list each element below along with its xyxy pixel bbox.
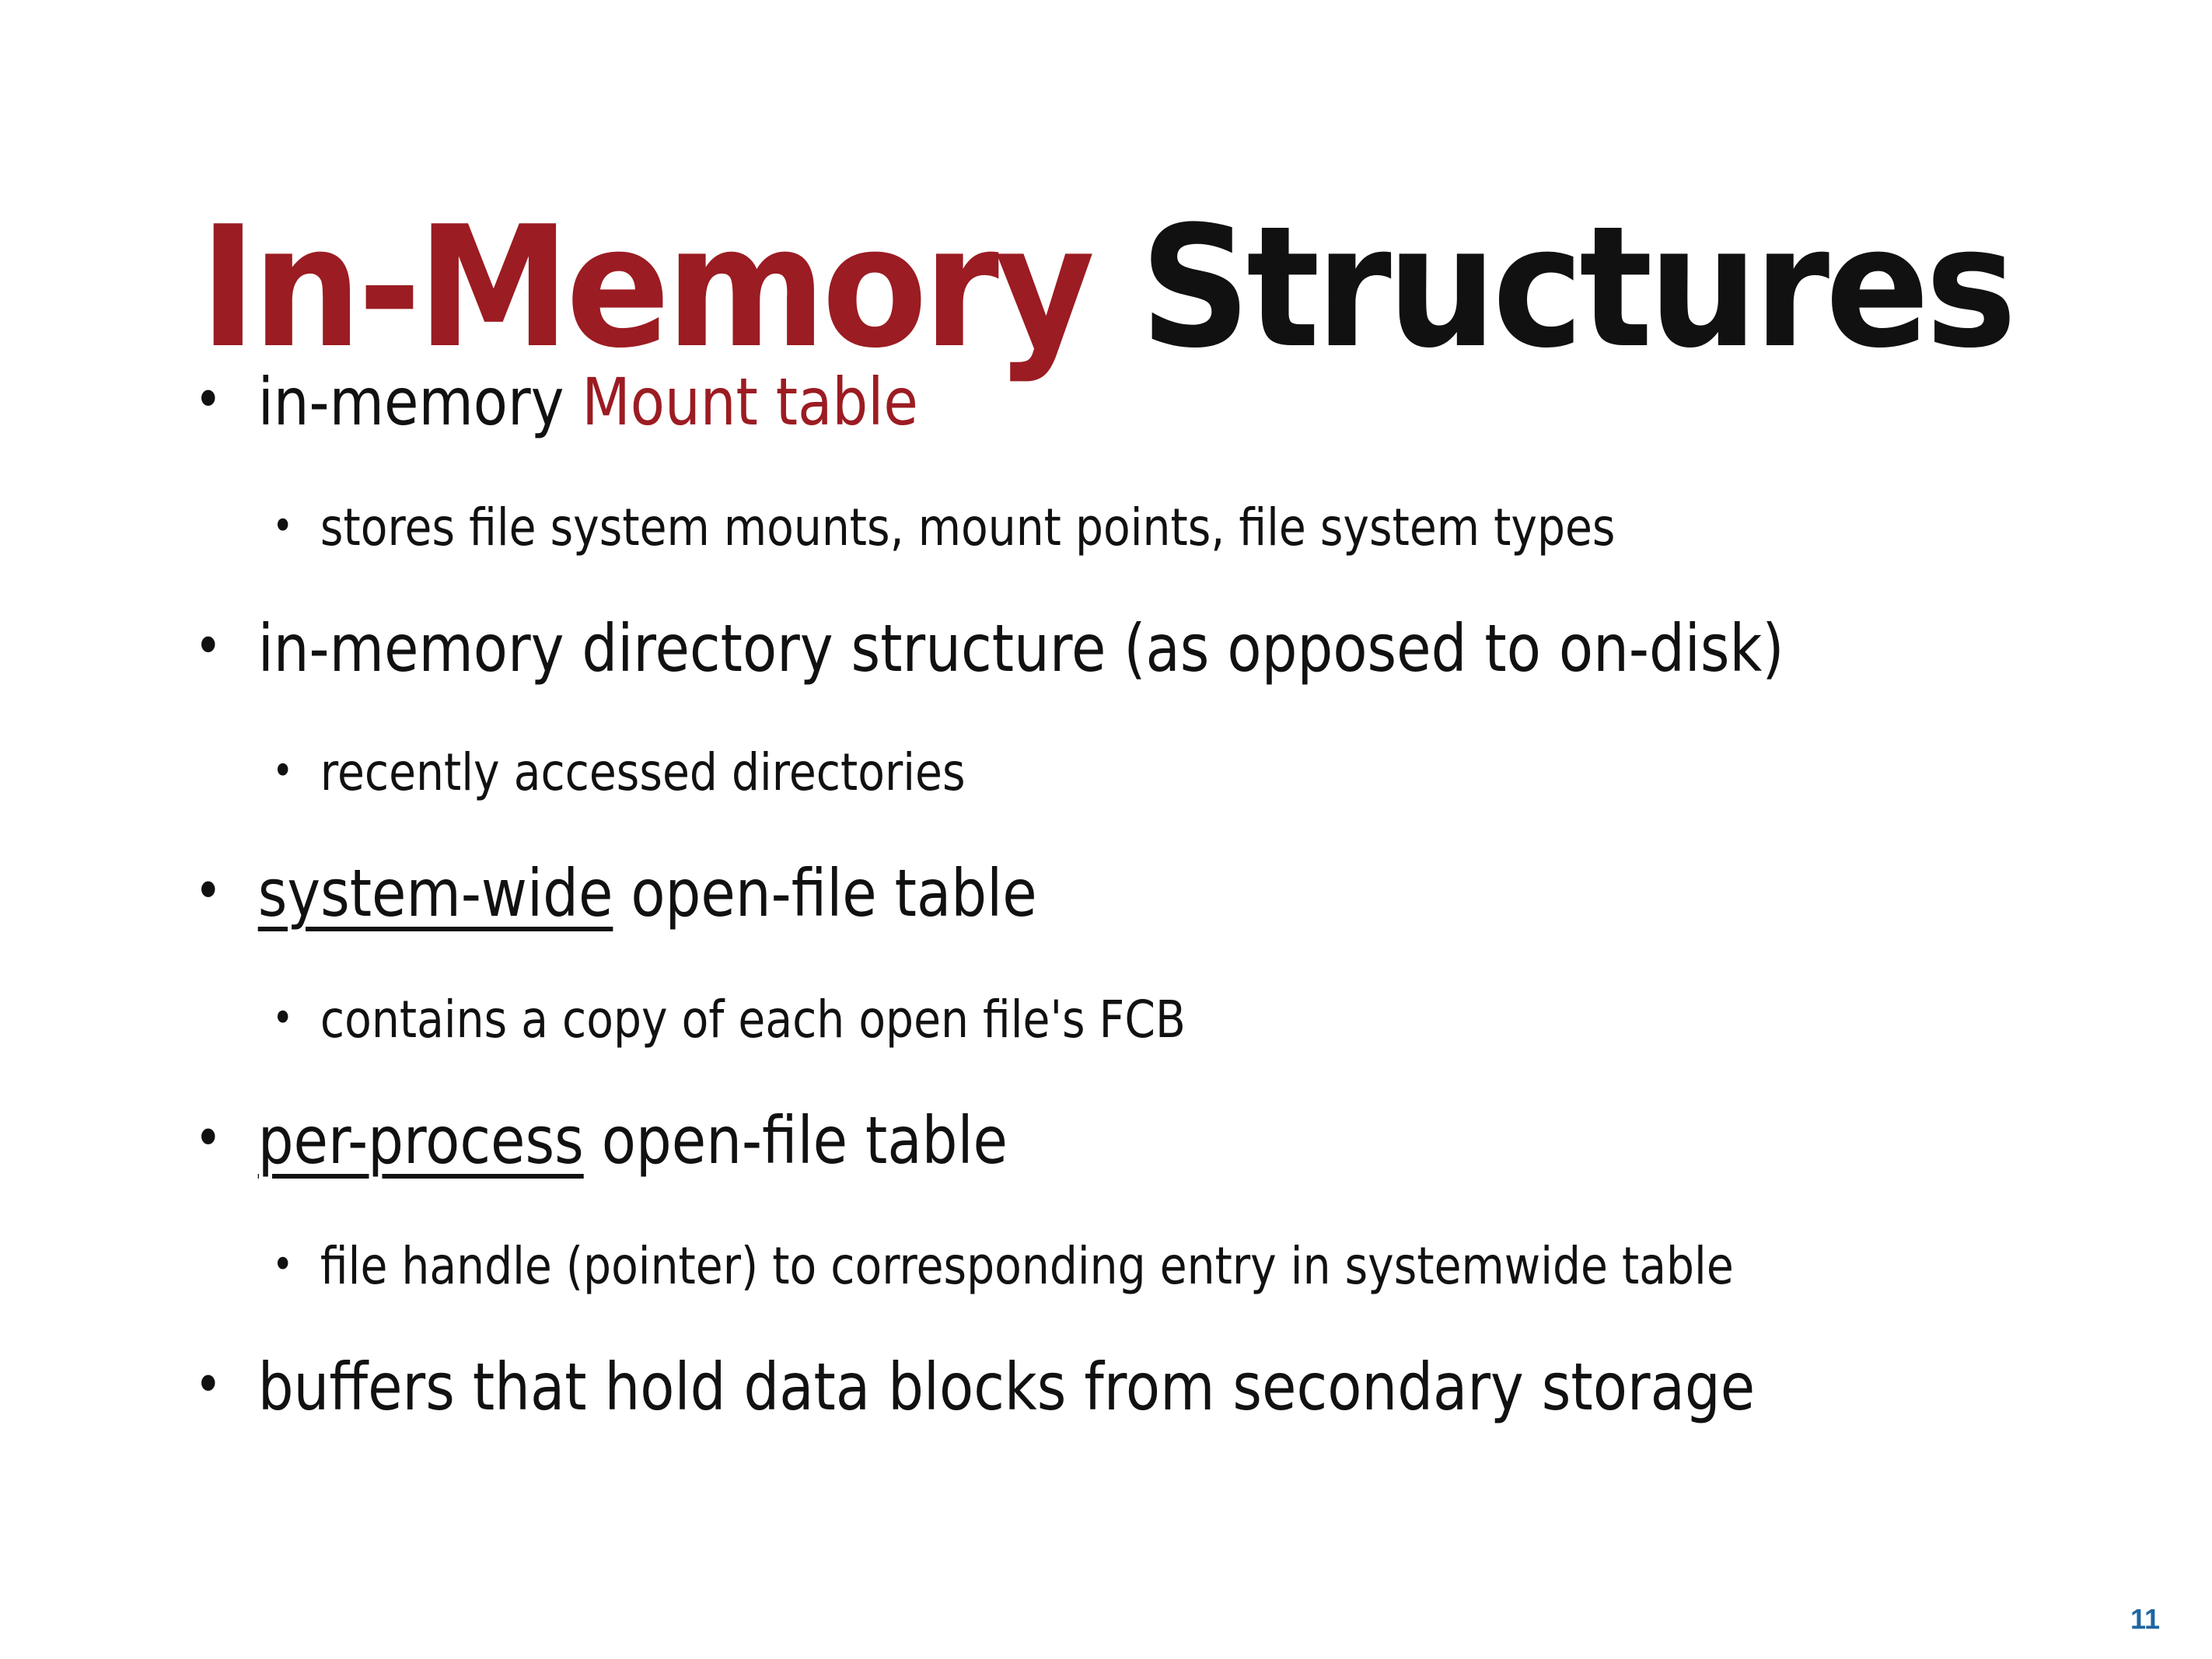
bullet-text: open-file table [583, 1102, 1008, 1179]
bullet-per-process-table: • per-process open-file table [194, 1102, 1008, 1179]
bullet-text: open-file table [613, 855, 1037, 931]
slide-title-accent: In-Memory [199, 190, 1096, 386]
sub-bullet-file-handle: • file handle (pointer) to corresponding … [272, 1236, 1734, 1296]
bullet-highlight: Mount table [582, 364, 918, 440]
bullet-text: recently accessed directories [320, 742, 966, 802]
bullet-underlined-term: per-process [257, 1102, 584, 1179]
bullet-icon: • [194, 614, 222, 678]
bullet-icon: • [272, 994, 294, 1043]
bullet-buffers: • buffers that hold data blocks from seco… [194, 1349, 1755, 1425]
bullet-system-wide-table: • system-wide open-file table [194, 855, 1037, 931]
bullet-underlined-term: system-wide [257, 855, 613, 931]
bullet-text: stores file system mounts, mount points,… [320, 498, 1616, 557]
bullet-icon: • [194, 859, 222, 923]
bullet-icon: • [194, 1353, 222, 1416]
bullet-icon: • [272, 1240, 294, 1289]
sub-bullet-fcb-copy: • contains a copy of each open file's FCB [272, 990, 1186, 1050]
bullet-icon: • [272, 501, 294, 550]
bullet-text: contains a copy of each open file's FCB [320, 990, 1186, 1050]
bullet-text: buffers that hold data blocks from secon… [257, 1349, 1756, 1425]
bullet-mount-table: • in-memory Mount table [194, 364, 918, 440]
bullet-directory-structure: • in-memory directory structure (as oppos… [194, 610, 1784, 686]
bullet-text: in-memory directory structure (as oppose… [257, 610, 1784, 686]
sub-bullet-recent-directories: • recently accessed directories [272, 742, 966, 802]
bullet-icon: • [194, 368, 222, 431]
bullet-icon: • [272, 746, 294, 795]
bullet-icon: • [194, 1106, 222, 1170]
page-number: 11 [2130, 1603, 2161, 1635]
sub-bullet-mount-details: • stores file system mounts, mount points… [272, 498, 1615, 557]
bullet-text: in-memory [257, 364, 582, 440]
slide-title: In-Memory Structures [89, 204, 2123, 371]
bullet-text: file handle (pointer) to corresponding e… [320, 1236, 1734, 1296]
slide-title-rest: Structures [1140, 190, 2017, 386]
